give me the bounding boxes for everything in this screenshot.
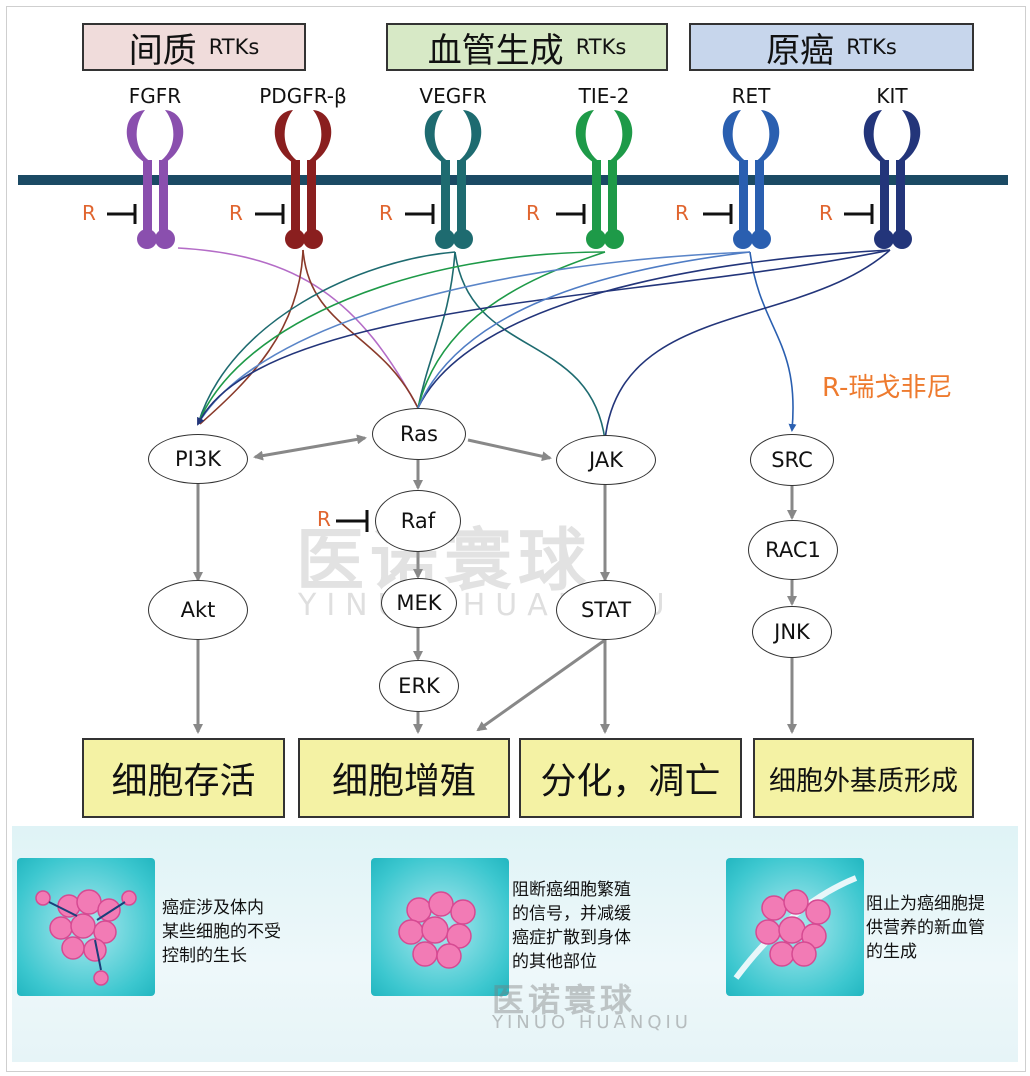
receptor-tie2 xyxy=(556,110,633,249)
receptor-kit xyxy=(844,110,921,249)
node-jak: JAK xyxy=(556,435,656,485)
inhibit-mark-tie2: R xyxy=(526,201,540,225)
stat-proliferation-arrow xyxy=(476,638,606,732)
signal-block-image xyxy=(371,858,509,996)
effect-1-text: 癌症涉及体内 某些细胞的不受 控制的生长 xyxy=(162,896,281,968)
receptor-vegfr xyxy=(405,110,482,249)
category-stromal-title: 间质 xyxy=(128,30,197,71)
outcome-survival: 细胞存活 xyxy=(82,738,285,818)
effects-panel: 癌症涉及体内 某些细胞的不受 控制的生长 阻断癌细胞繁殖 的信号，并减缓 癌症扩… xyxy=(12,826,1018,1062)
effect-2-line-2: 的信号，并减缓 xyxy=(512,904,631,924)
node-mek: MEK xyxy=(381,578,457,628)
vegfr-to-ras-link xyxy=(417,251,456,409)
node-erk: ERK xyxy=(379,660,459,712)
angiogenesis-image xyxy=(726,858,864,996)
category-oncogenic-title: 原癌 xyxy=(766,30,835,71)
category-stromal: 间质 RTKs xyxy=(82,23,306,71)
outcome-differentiation: 分化，凋亡 xyxy=(519,738,742,818)
receptor-label-ret: RET xyxy=(731,84,771,108)
effect-2-line-4: 的其他部位 xyxy=(512,952,597,972)
outcome-proliferation: 细胞增殖 xyxy=(298,738,510,818)
effect-2-line-3: 癌症扩散到身体 xyxy=(512,928,631,948)
pdgfr-to-ras-link xyxy=(302,249,419,409)
inhibit-mark-ret: R xyxy=(675,201,689,225)
node-stat: STAT xyxy=(556,580,656,640)
category-oncogenic: 原癌 RTKs xyxy=(689,23,974,71)
receptor-label-tie2: TIE-2 xyxy=(578,84,630,108)
inhibit-mark-raf: R xyxy=(317,507,331,531)
receptor-label-pdgfr: PDGFR-β xyxy=(259,84,347,108)
node-akt: Akt xyxy=(148,580,248,640)
vegfr-to-jak-link xyxy=(454,251,606,441)
tumor-growth-image xyxy=(17,858,155,996)
receptor-ret xyxy=(703,110,780,249)
ret-to-ras-link xyxy=(417,251,751,409)
node-ras: Ras xyxy=(372,408,466,460)
inhibit-mark-pdgfr: R xyxy=(229,201,243,225)
category-stromal-subtitle: RTKs xyxy=(208,35,260,59)
effect-3-line-1: 阻止为癌细胞提 xyxy=(866,894,985,914)
effect-3-text: 阻止为癌细胞提 供营养的新血管 的生成 xyxy=(866,892,985,964)
pi3k-ras-arrow xyxy=(253,434,367,461)
inhibit-mark-kit: R xyxy=(819,201,833,225)
kit-to-jak-link xyxy=(604,249,891,441)
category-angiogenic-title: 血管生成 xyxy=(427,30,564,71)
vegfr-to-pi3k-link xyxy=(197,251,456,425)
effect-1-line-2: 某些细胞的不受 xyxy=(162,922,281,942)
figure-frame xyxy=(6,6,1026,1072)
receptor-label-vegfr: VEGFR xyxy=(419,84,487,108)
node-jnk: JNK xyxy=(752,606,832,658)
effect-2-text: 阻断癌细胞繁殖 的信号，并减缓 癌症扩散到身体 的其他部位 xyxy=(512,878,631,974)
inhibit-mark-fgfr: R xyxy=(82,201,96,225)
receptor-fgfr xyxy=(107,110,184,249)
watermark-cn-bottom: 医诺寰球 xyxy=(492,981,637,1019)
tie2-to-pi3k-link xyxy=(197,251,606,425)
node-rac1: RAC1 xyxy=(748,520,838,580)
tumor-cells-icon xyxy=(35,889,137,986)
ras-jak-arrow xyxy=(467,438,552,462)
cell-membrane xyxy=(18,175,1008,185)
tie2-to-ras-link xyxy=(417,251,606,409)
receptor-pdgfr xyxy=(255,110,332,249)
tumor-cluster-icon xyxy=(398,891,476,969)
kit-to-pi3k-link xyxy=(197,249,891,426)
effect-1-line-3: 控制的生长 xyxy=(162,946,247,966)
tumor-vessel-icon xyxy=(733,875,858,980)
kit-to-ras-link xyxy=(417,249,891,409)
category-oncogenic-subtitle: RTKs xyxy=(846,35,897,59)
effect-3-line-3: 的生成 xyxy=(866,942,917,962)
node-src: SRC xyxy=(750,434,834,486)
pdgfr-to-pi3k-link xyxy=(199,249,304,425)
inhibit-mark-vegfr: R xyxy=(379,201,393,225)
fgfr-to-ras-link xyxy=(177,247,419,409)
outcome-ecm: 细胞外基质形成 xyxy=(753,738,974,818)
watermark-en-bottom: YINUO HUANQIU xyxy=(492,1012,692,1033)
category-angiogenic-subtitle: RTKs xyxy=(575,35,627,59)
effect-2-line-1: 阻断癌细胞繁殖 xyxy=(512,880,631,900)
node-pi3k: PI3K xyxy=(148,434,248,484)
receptor-label-kit: KIT xyxy=(876,84,908,108)
receptor-label-fgfr: FGFR xyxy=(128,84,182,108)
node-raf: Raf xyxy=(375,490,461,552)
effect-3-line-2: 供营养的新血管 xyxy=(866,918,985,938)
category-angiogenic: 血管生成 RTKs xyxy=(386,23,668,71)
effect-1-line-1: 癌症涉及体内 xyxy=(162,898,264,918)
ret-to-src-link xyxy=(749,251,797,432)
drug-label: R-瑞戈非尼 xyxy=(822,373,953,403)
